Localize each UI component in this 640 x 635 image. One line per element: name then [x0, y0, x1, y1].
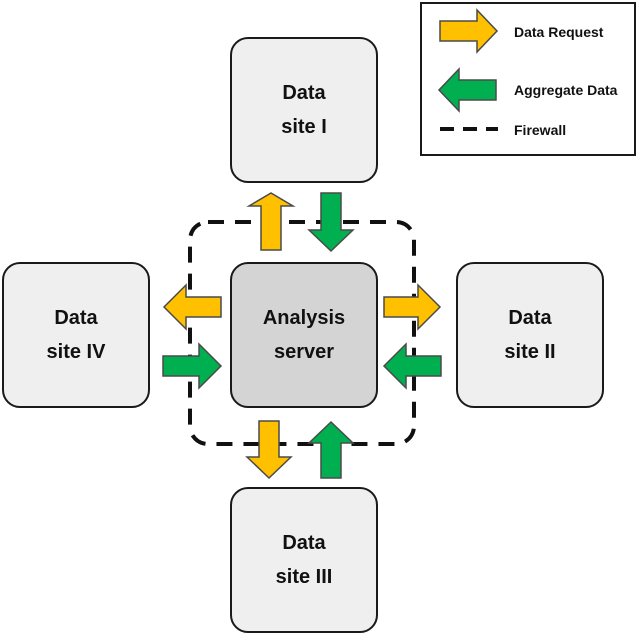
legend: Data Request Aggregate Data Firewall — [420, 2, 636, 156]
analysis-server: Analysis server — [230, 262, 378, 408]
analysis-server-line1: Analysis — [262, 307, 346, 329]
request-arrow-to-site-1 — [246, 192, 296, 251]
legend-aggregate-swatch — [437, 67, 497, 113]
data-site-4: Data site IV — [2, 262, 150, 408]
data-site-1-line2: site I — [281, 116, 327, 138]
data-site-2: Data site II — [456, 262, 604, 408]
analysis-server-line2: server — [273, 341, 335, 363]
data-site-4-line1: Data — [54, 307, 98, 329]
request-arrow-to-site-3 — [245, 420, 293, 480]
legend-request-label: Data Request — [514, 24, 604, 40]
data-site-3: Data site III — [230, 487, 378, 633]
data-site-2-line1: Data — [508, 307, 552, 329]
data-site-3-line1: Data — [282, 532, 326, 554]
aggregate-arrow-from-site-4 — [162, 342, 223, 390]
aggregate-arrow-from-site-2 — [382, 342, 442, 390]
data-site-1: Data site I — [230, 37, 378, 183]
legend-firewall-label: Firewall — [514, 122, 567, 138]
aggregate-arrow-from-site-3 — [307, 420, 355, 479]
request-arrow-to-site-2 — [383, 283, 442, 331]
legend-aggregate-label: Aggregate Data — [514, 82, 618, 98]
request-arrow-to-site-4 — [162, 283, 222, 331]
data-site-4-line2: site IV — [46, 341, 106, 363]
legend-swatches — [437, 8, 499, 131]
data-site-1-line1: Data — [282, 82, 326, 104]
firewall-boundary — [188, 220, 416, 446]
data-site-2-line2: site II — [504, 341, 556, 363]
legend-request-swatch — [439, 8, 499, 54]
aggregate-arrow-from-site-1 — [307, 192, 355, 253]
data-site-3-line2: site III — [275, 566, 333, 588]
